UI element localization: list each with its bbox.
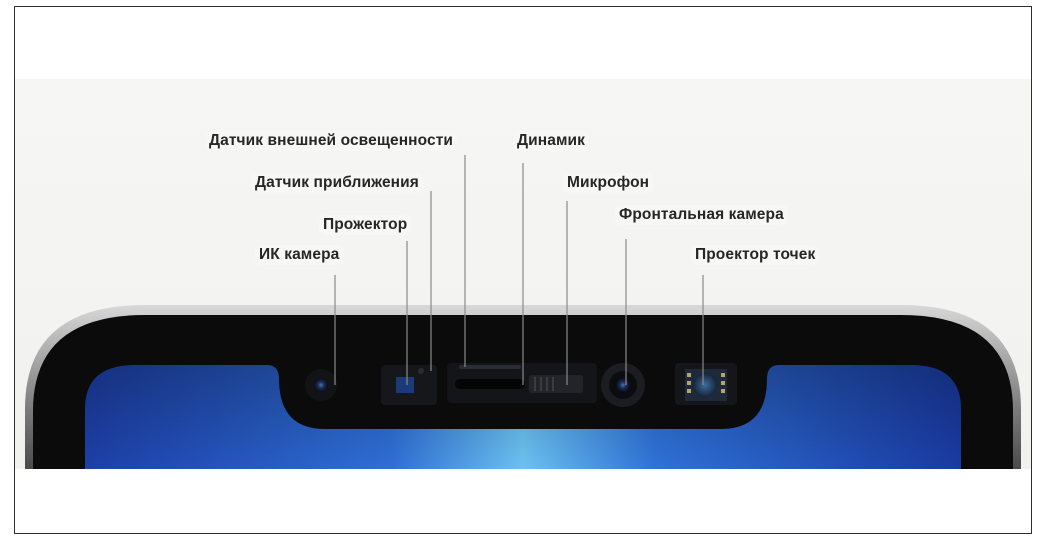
label-ambient-light-sensor: Датчик внешней освещенности bbox=[205, 131, 458, 151]
label-proximity-sensor: Датчик приближения bbox=[251, 173, 423, 193]
speaker-grille bbox=[455, 379, 525, 389]
label-dot-projector: Проектор точек bbox=[691, 245, 820, 265]
label-ir-camera: ИК камера bbox=[255, 245, 344, 265]
label-projector: Прожектор bbox=[319, 215, 412, 235]
proximity-sensor-dot bbox=[418, 368, 424, 374]
label-microphone: Микрофон bbox=[563, 173, 654, 193]
label-front-camera: Фронтальная камера bbox=[615, 205, 788, 225]
label-speaker: Динамик bbox=[513, 131, 590, 151]
flood-illuminator bbox=[396, 377, 414, 393]
iphone-notch-illustration bbox=[25, 155, 1021, 469]
ambient-light-sensor-window bbox=[459, 365, 521, 369]
figure-frame: Датчик внешней освещенности Динамик Датч… bbox=[14, 6, 1032, 534]
iphone-notch-photo: Датчик внешней освещенности Динамик Датч… bbox=[15, 79, 1031, 469]
